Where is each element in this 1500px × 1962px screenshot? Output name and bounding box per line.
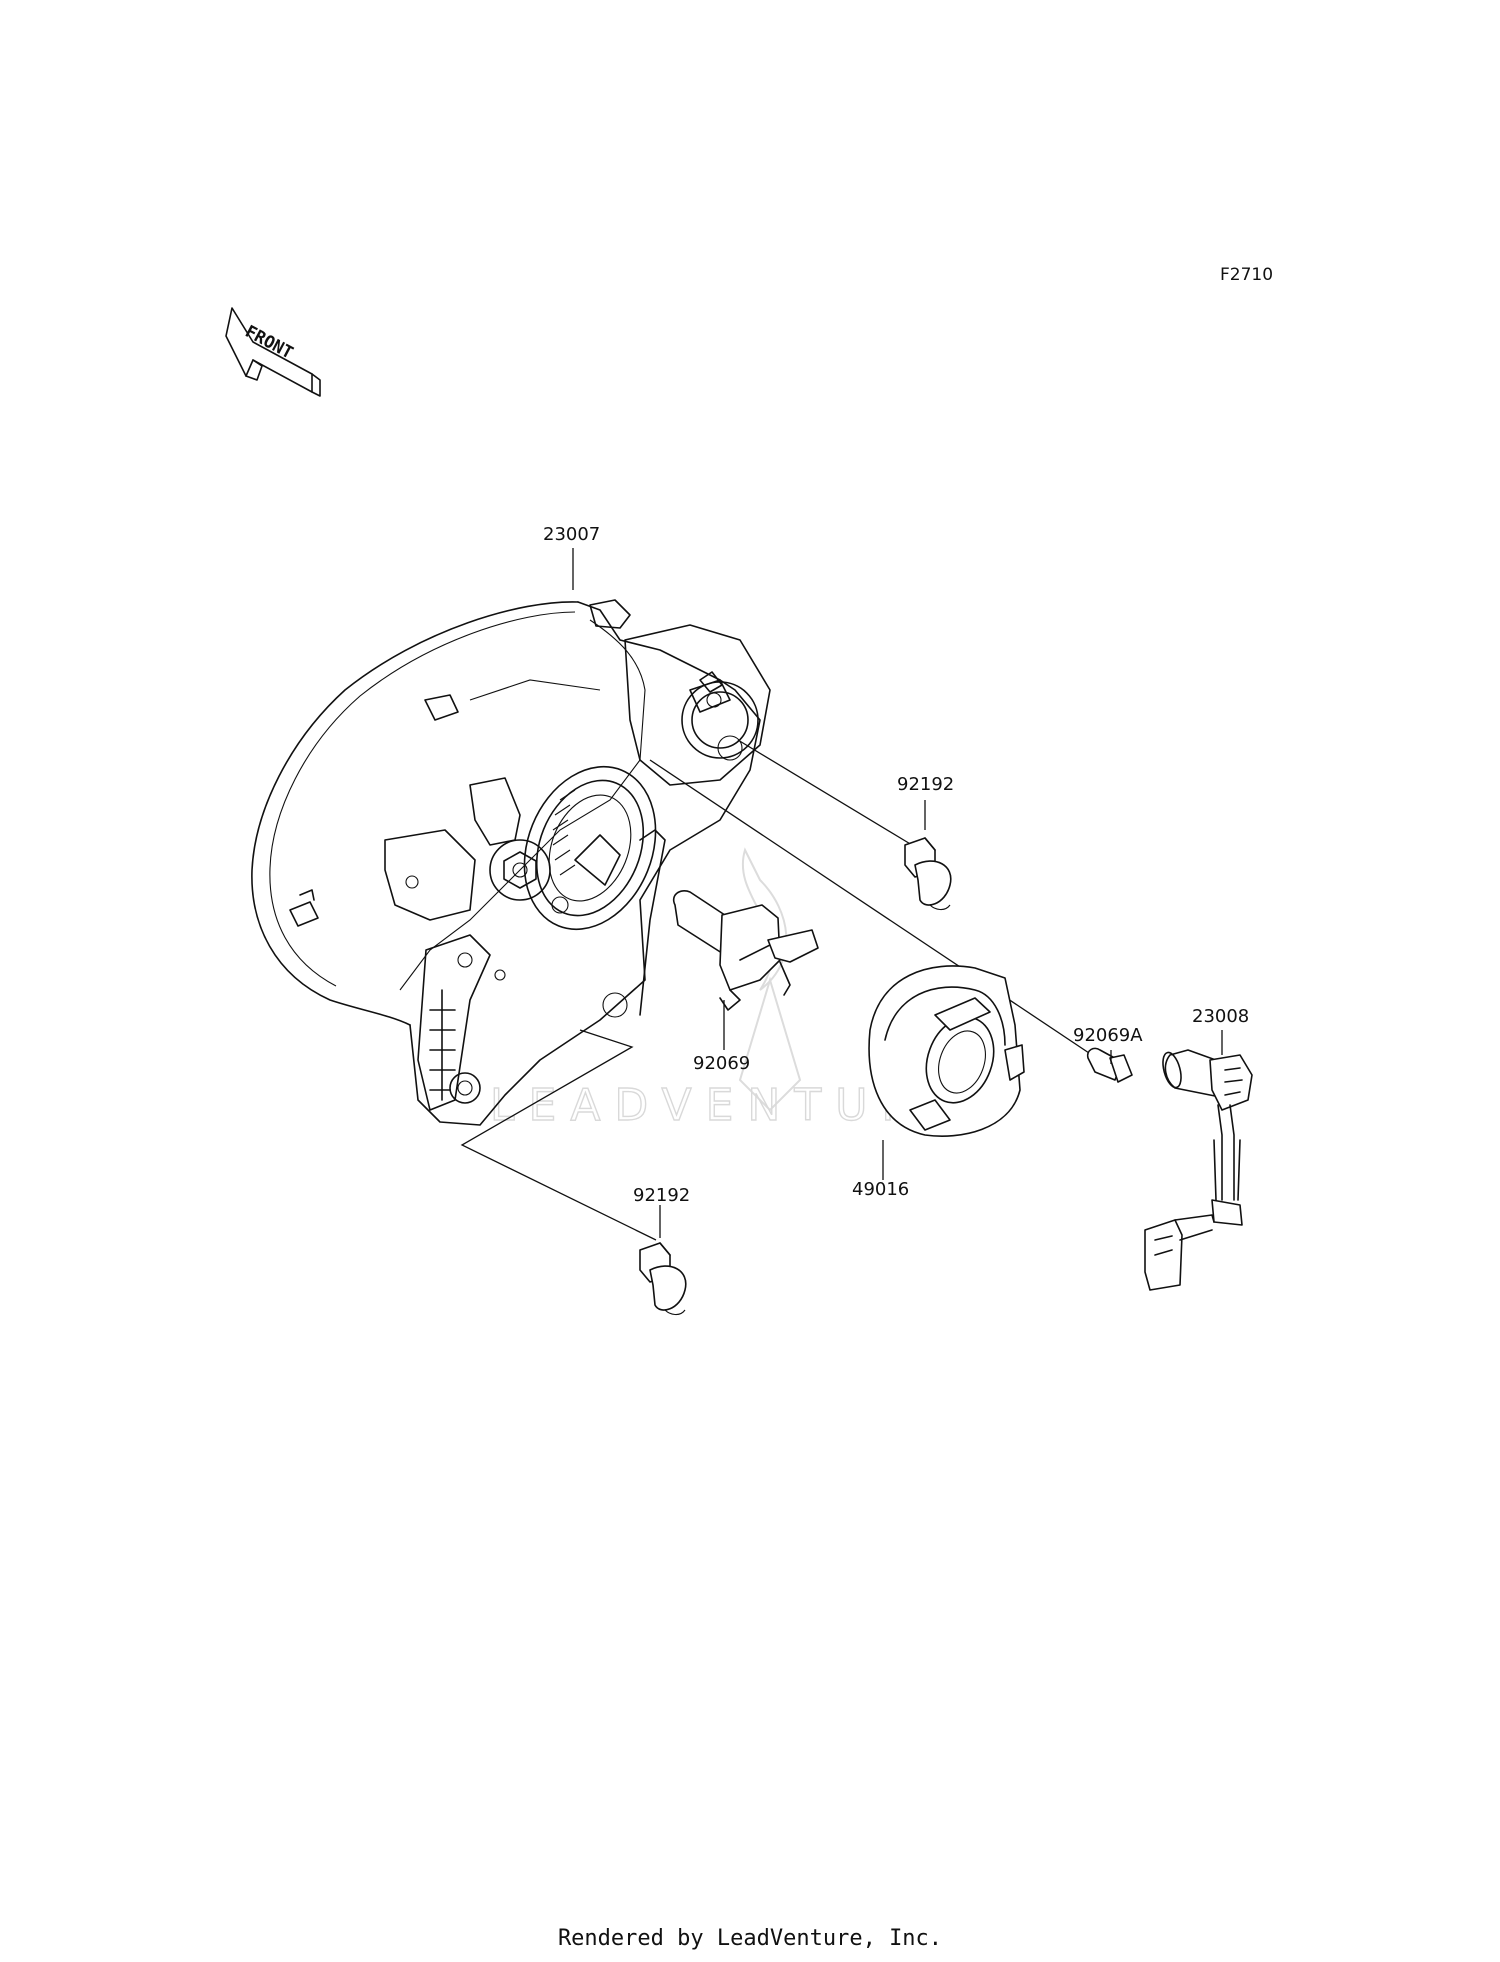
cap-92192-lower xyxy=(639,1242,687,1316)
front-arrow-icon: FRONT xyxy=(225,307,321,397)
leader-92069A xyxy=(649,759,1093,1056)
leader-92192-lower xyxy=(460,1029,657,1241)
bulb-92069 xyxy=(672,890,819,1011)
label-23007: 23007 xyxy=(543,524,600,545)
label-92192-lower: 92192 xyxy=(633,1185,690,1206)
main-beam-opening xyxy=(523,765,657,931)
label-92069: 92069 xyxy=(693,1053,750,1074)
boot-cover-49016 xyxy=(868,965,1025,1137)
lower-stay-bracket xyxy=(417,934,506,1111)
socket-23008 xyxy=(1144,1049,1253,1291)
leader-92192-upper xyxy=(737,739,913,846)
credit-text: Rendered by LeadVenture, Inc. xyxy=(558,1926,942,1951)
label-92069A: 92069A xyxy=(1073,1025,1143,1046)
label-23008: 23008 xyxy=(1192,1006,1249,1027)
headlight-assembly xyxy=(251,599,771,1126)
position-light-housing xyxy=(624,624,771,786)
label-49016: 49016 xyxy=(852,1179,909,1200)
bulb-92069A xyxy=(1086,1047,1133,1083)
front-label: FRONT xyxy=(242,322,297,364)
label-92192-upper: 92192 xyxy=(897,774,954,795)
cap-92192-upper xyxy=(904,837,952,911)
figure-ref: F2710 xyxy=(1220,265,1273,285)
adjust-screw-right xyxy=(689,679,731,713)
